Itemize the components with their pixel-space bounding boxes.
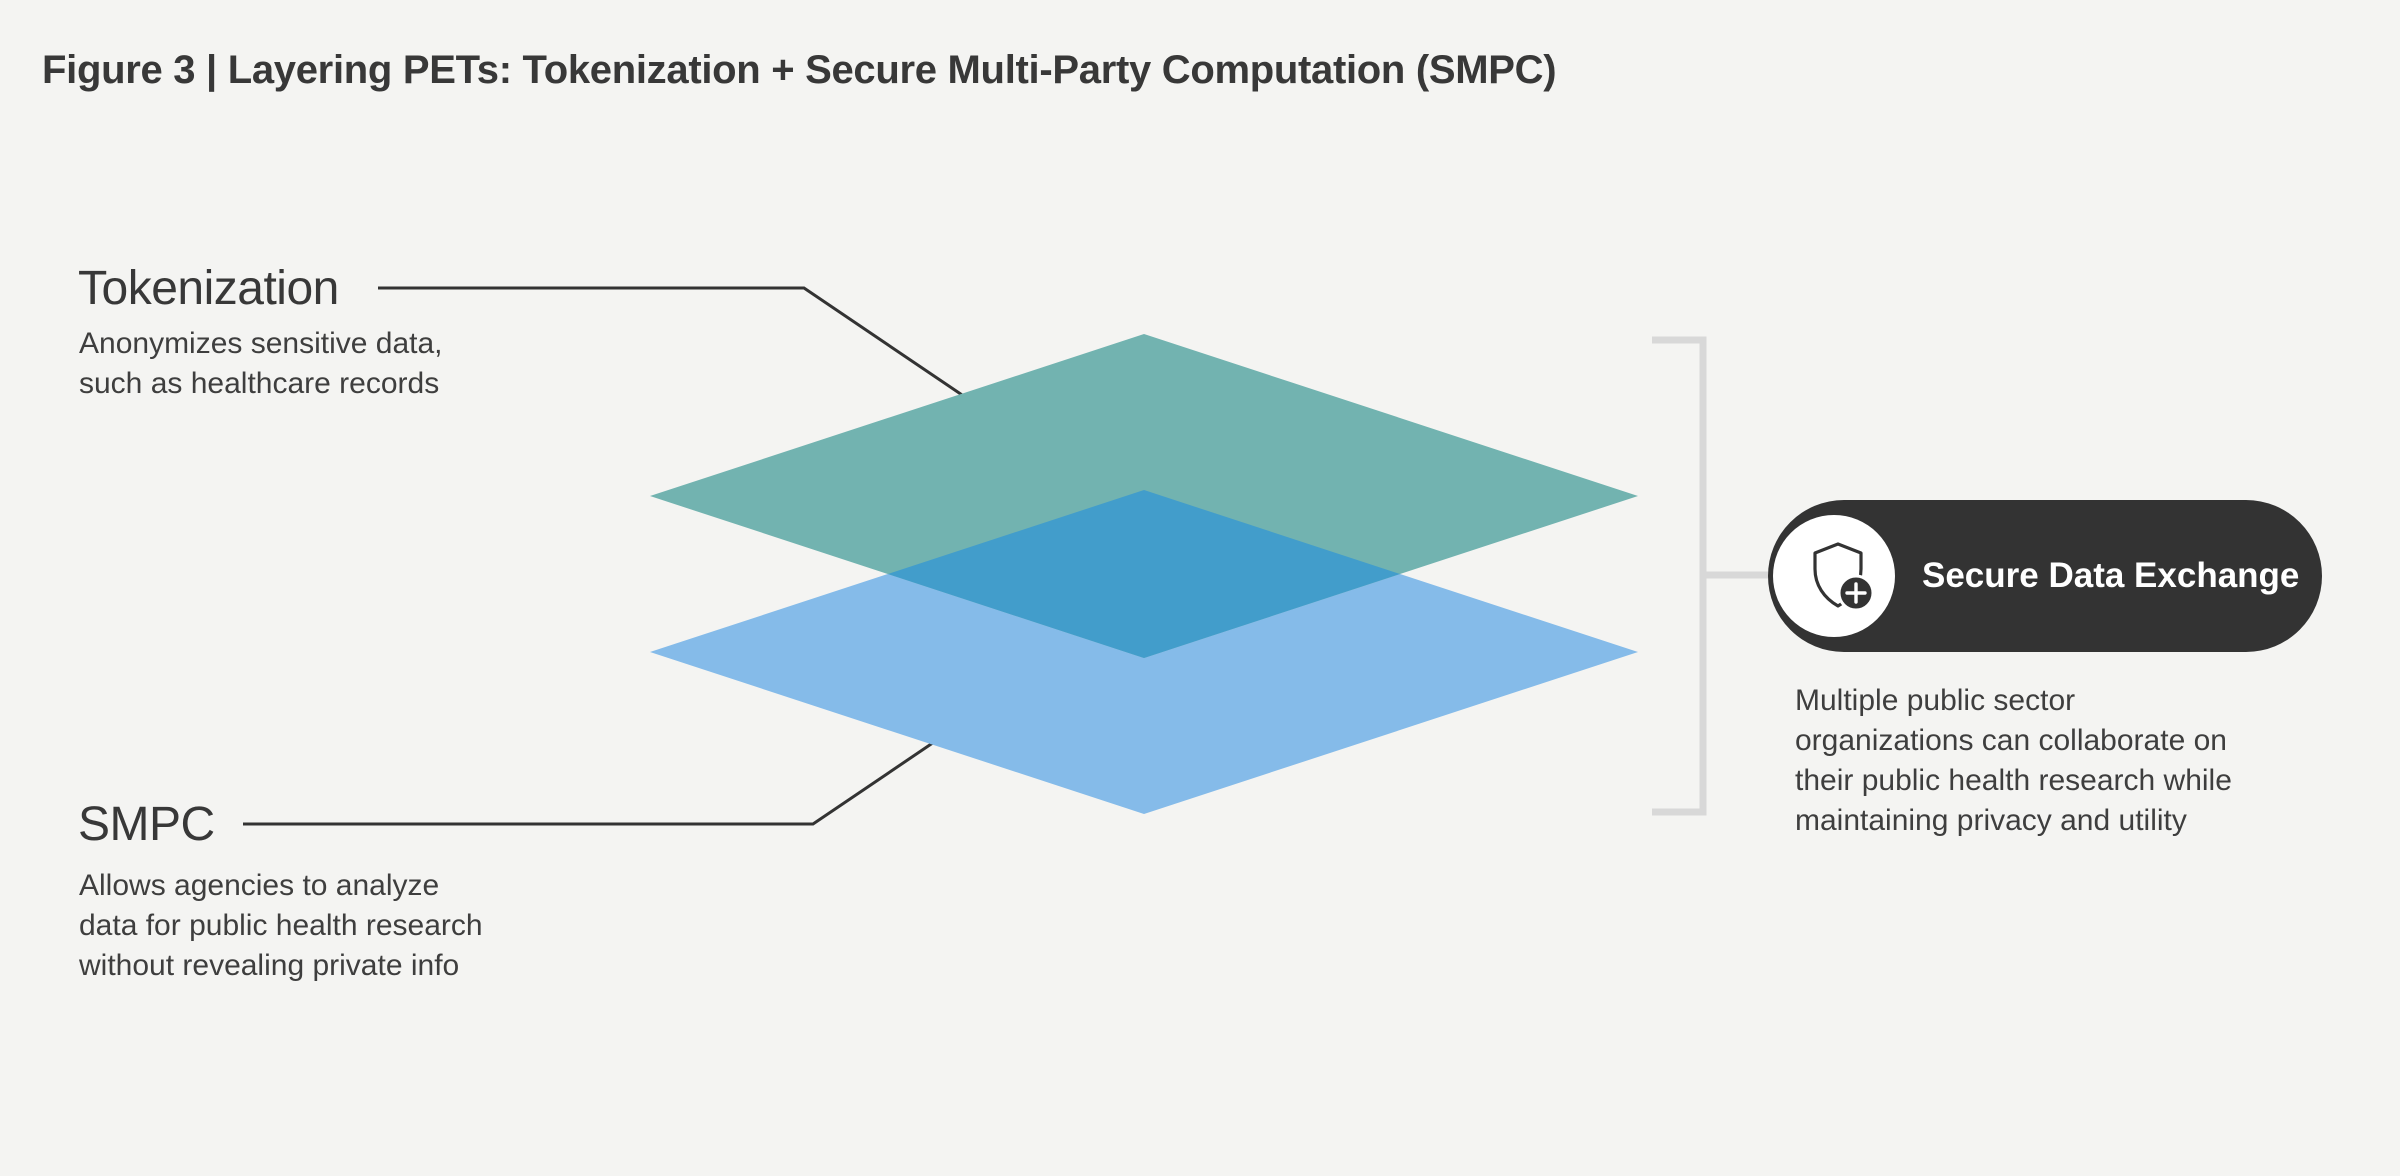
secure-data-exchange-badge xyxy=(1768,500,2322,652)
smpc-description: Allows agencies to analyze data for publ… xyxy=(79,869,483,982)
exchange-description: Multiple public sector organizations can… xyxy=(1795,684,2232,837)
tokenization-leader-line xyxy=(378,286,1006,426)
plus-glyph xyxy=(1845,582,1867,604)
shield-plus-icon xyxy=(1813,542,1875,612)
badge-label: Secure Data Exchange xyxy=(1922,556,2300,595)
smpc-heading: SMPC xyxy=(78,798,215,851)
layers-overlap-region xyxy=(888,490,1400,658)
tokenization-description: Anonymizes sensitive data, such as healt… xyxy=(79,327,443,400)
bracket xyxy=(1652,336,1707,816)
shield-outline xyxy=(1813,542,1863,608)
figure-title: Figure 3 | Layering PETs: Tokenization +… xyxy=(42,48,1557,92)
tokenization-heading: Tokenization xyxy=(78,262,339,315)
badge-icon-circle xyxy=(1773,515,1895,637)
